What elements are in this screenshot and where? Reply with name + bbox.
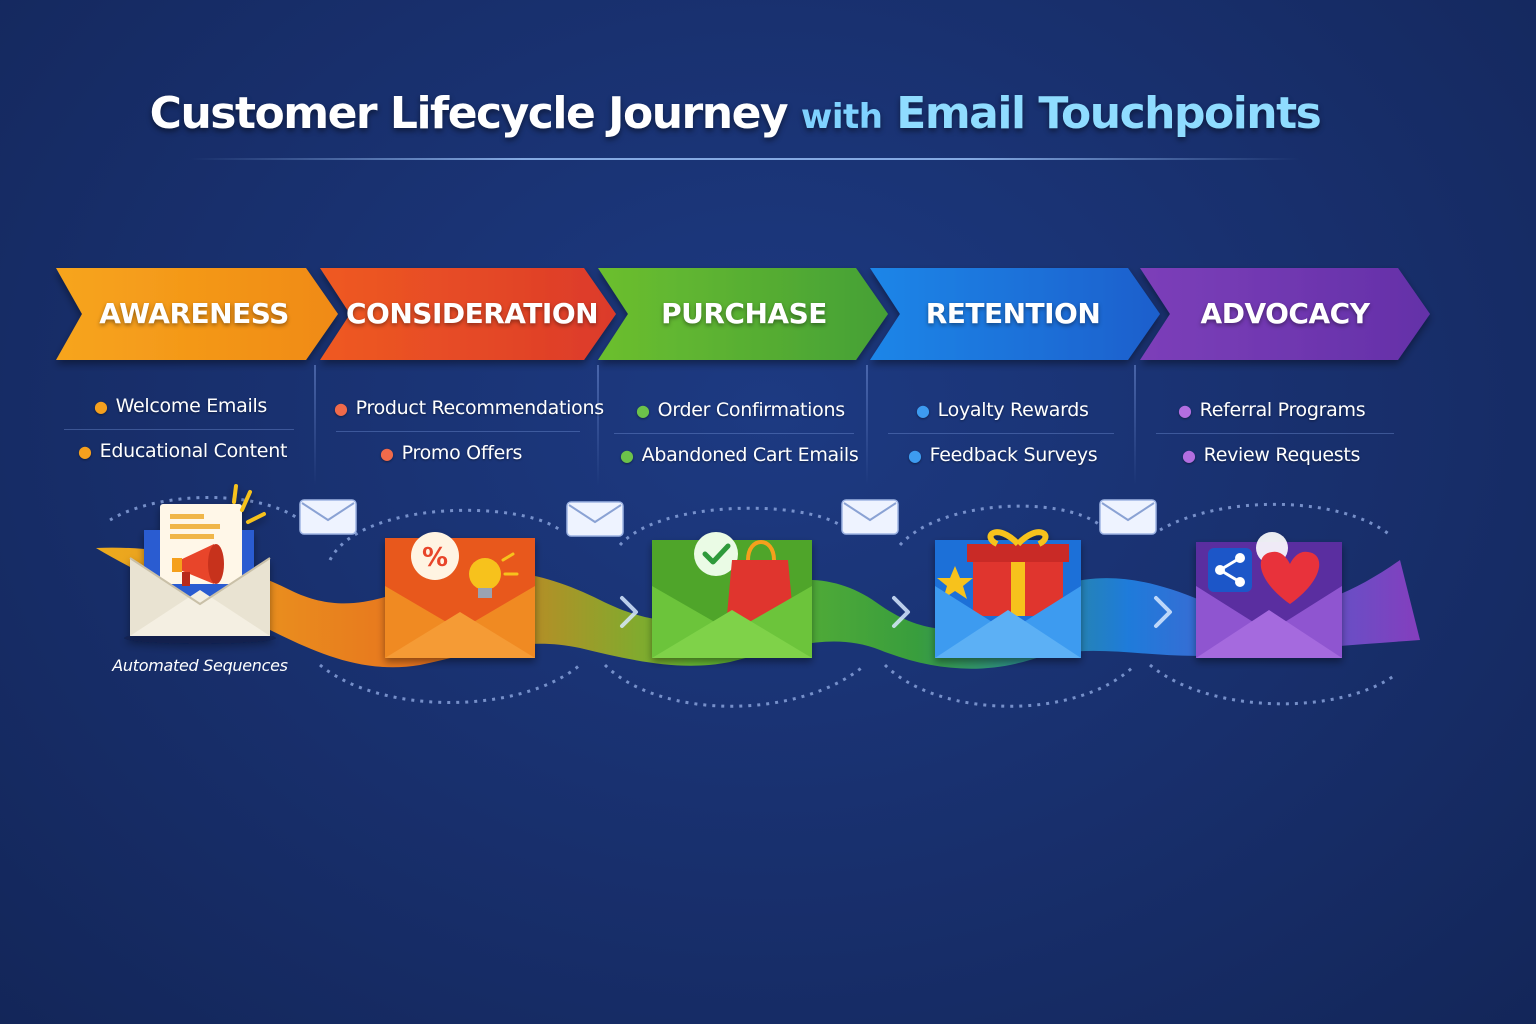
chevron-advocacy xyxy=(1140,268,1430,360)
chevron-purchase xyxy=(598,268,888,360)
column-divider xyxy=(597,365,599,485)
touchpoint-item: ●Product Recommendations xyxy=(334,397,604,419)
bullet-dot: ● xyxy=(620,446,634,465)
touchpoint-item: ●Abandoned Cart Emails xyxy=(620,444,859,466)
touchpoint-item: ●Order Confirmations xyxy=(636,399,845,421)
bullet-dot: ● xyxy=(334,399,348,418)
mail-icon xyxy=(1099,499,1157,535)
retention-envelope-icon xyxy=(935,529,1081,658)
chevron-awareness xyxy=(56,268,338,360)
svg-text:%: % xyxy=(422,543,448,573)
title-underline xyxy=(190,158,1300,160)
stage-label-advocacy: ADVOCACY xyxy=(1200,297,1370,330)
touchpoint-item: ●Welcome Emails xyxy=(94,395,268,417)
page-title: Customer Lifecycle Journey with Email To… xyxy=(0,88,1470,139)
consideration-envelope-icon: % xyxy=(385,532,535,658)
touchpoint-item: ●Feedback Surveys xyxy=(908,444,1098,466)
touchpoint-item: ●Referral Programs xyxy=(1178,399,1366,421)
bullet-dot: ● xyxy=(1182,446,1196,465)
advocacy-envelope-icon xyxy=(1196,532,1342,658)
title-main: Customer Lifecycle Journey xyxy=(149,88,789,139)
row-divider xyxy=(1156,433,1394,434)
column-divider xyxy=(1134,365,1136,485)
column-divider xyxy=(314,365,316,485)
touchpoint-item: ●Loyalty Rewards xyxy=(916,399,1089,421)
stage-label-awareness: AWARENESS xyxy=(99,297,289,330)
bullet-dot: ● xyxy=(1178,401,1192,420)
stage-label-retention: RETENTION xyxy=(925,297,1101,330)
mail-icon xyxy=(841,499,899,535)
chevron-consideration xyxy=(320,268,616,360)
bullet-dot: ● xyxy=(916,401,930,420)
megaphone-icon xyxy=(172,544,224,586)
discount-lightbulb-icon: % xyxy=(411,532,519,598)
bullet-dot: ● xyxy=(636,401,650,420)
mail-icon xyxy=(566,501,624,537)
touchpoint-item: ●Review Requests xyxy=(1182,444,1361,466)
share-heart-icon xyxy=(1208,532,1320,604)
bullet-dot: ● xyxy=(908,446,922,465)
chevron-retention xyxy=(870,268,1160,360)
row-divider xyxy=(888,433,1114,434)
row-divider xyxy=(614,433,854,434)
bullet-dot: ● xyxy=(380,444,394,463)
flow-arrow-icon xyxy=(892,596,910,628)
row-divider xyxy=(64,429,294,430)
touchpoint-item: ●Promo Offers xyxy=(380,442,523,464)
stage-label-purchase: PURCHASE xyxy=(661,297,827,330)
bullet-dot: ● xyxy=(78,442,92,461)
bullet-dot: ● xyxy=(94,397,108,416)
dotted-loop-lines xyxy=(109,496,1396,708)
column-divider xyxy=(866,365,868,485)
flow-arrow-icon xyxy=(1154,596,1172,628)
gift-star-icon xyxy=(937,529,1069,616)
flow-arrow-icon xyxy=(620,596,638,628)
automated-sequences-label: Automated Sequences xyxy=(112,656,288,675)
awareness-envelope-icon xyxy=(124,484,276,644)
floating-envelopes xyxy=(299,499,1157,537)
row-divider xyxy=(336,431,580,432)
title-highlight: Email Touchpoints xyxy=(896,88,1322,139)
purchase-envelope-icon xyxy=(652,532,812,658)
stage-label-consideration: CONSIDERATION xyxy=(346,297,599,330)
title-connector: with xyxy=(800,97,883,137)
touchpoint-item: ●Educational Content xyxy=(78,440,288,462)
mail-icon xyxy=(299,499,357,535)
